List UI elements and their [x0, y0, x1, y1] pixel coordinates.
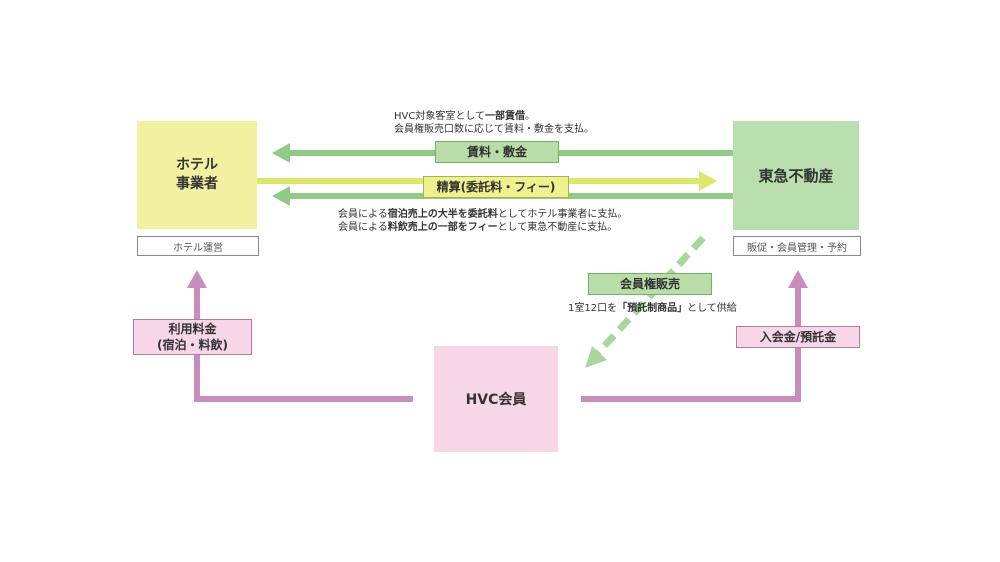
hotel-operator-label-line1: ホテル: [176, 157, 218, 173]
settlement-tag: 精算(委託料・フィー): [423, 176, 569, 198]
deposit-arrow: [581, 270, 808, 402]
hvc-member-box: HVC会員: [434, 346, 558, 452]
usage-fee-line2: (宿泊・料飲): [157, 338, 228, 352]
settlement-note: 会員による宿泊売上の大半を委託料としてホテル事業者に支払。 会員による料飲売上の…: [338, 209, 628, 233]
membership-sale-note: 1室12口を「預託制商品」として供給: [568, 303, 737, 314]
tokyu-role-label: 販促・会員管理・予約: [733, 236, 861, 256]
hvc-member-label: HVC会員: [465, 392, 527, 408]
entry-fee-deposit-tag: 入会金/預託金: [736, 326, 860, 348]
membership-sale-tag: 会員権販売: [588, 273, 712, 295]
hotel-operation-label: ホテル運営: [137, 236, 259, 256]
hotel-operator-label-line2: 事業者: [176, 176, 218, 192]
usage-fee-tag: 利用料金 (宿泊・料飲): [133, 319, 252, 355]
usage-fee-line1: 利用料金: [168, 322, 217, 336]
rent-deposit-tag: 賃料・敷金: [435, 141, 559, 163]
rent-note: HVC対象客室として一部賃借。 会員権販売口数に応じて賃料・敷金を支払。: [394, 111, 594, 135]
hotel-operator-box: ホテル 事業者: [137, 121, 257, 229]
tokyu-fudosan-box: 東急不動産: [733, 121, 859, 230]
tokyu-fudosan-label: 東急不動産: [758, 167, 834, 185]
membership-sale-arrow: [585, 235, 706, 368]
